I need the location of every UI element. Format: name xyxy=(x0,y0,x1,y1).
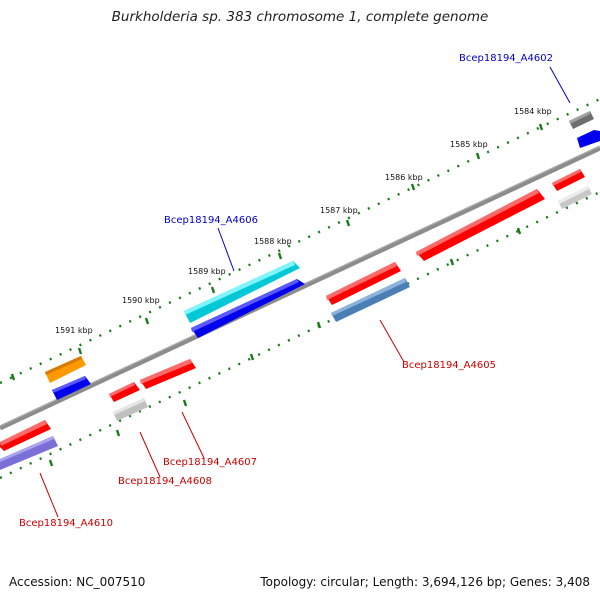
gene-label-a4608[interactable]: Bcep18194_A4608 xyxy=(118,476,212,487)
tick-label: 1585 kbp xyxy=(450,140,488,149)
inner-major-ticks xyxy=(48,227,522,467)
genome-backbone xyxy=(0,145,600,431)
feature-slateblue-a4610[interactable] xyxy=(0,436,58,470)
feature-red-a4607[interactable] xyxy=(140,359,196,389)
outer-scale-track xyxy=(0,97,600,385)
tick-label: 1590 kbp xyxy=(122,296,160,305)
feature-blue-left[interactable] xyxy=(52,376,91,400)
tick-mark xyxy=(410,183,416,191)
feature-steelblue-a4605[interactable] xyxy=(331,278,410,322)
tick-label: 1589 kbp xyxy=(188,267,226,276)
tick-mark xyxy=(516,227,522,235)
feature-blue-top[interactable] xyxy=(577,130,600,148)
label-connector xyxy=(139,431,161,478)
major-ticks xyxy=(10,123,544,381)
tick-label: 1584 kbp xyxy=(514,107,552,116)
tick-label: 1586 kbp xyxy=(385,173,423,182)
tick-label: 1587 kbp xyxy=(320,206,358,215)
feature-red-long[interactable] xyxy=(416,189,545,261)
feature-blue-a4606[interactable] xyxy=(191,279,305,338)
feature-cyan-a4606[interactable] xyxy=(184,261,300,323)
tick-mark xyxy=(77,347,83,355)
feature-gray-a4608[interactable] xyxy=(113,398,148,421)
map-title: Burkholderia sp. 383 chromosome 1, compl… xyxy=(111,9,489,25)
gene-label-a4606[interactable]: Bcep18194_A4606 xyxy=(164,215,258,226)
inner-scale-track xyxy=(0,190,600,480)
feature-red-small[interactable] xyxy=(109,382,140,402)
gene-label-a4602[interactable]: Bcep18194_A4602 xyxy=(459,53,553,64)
tick-label: 1588 kbp xyxy=(254,237,292,246)
feature-red-mid[interactable] xyxy=(326,262,401,305)
tick-label: 1591 kbp xyxy=(55,326,93,335)
tick-mark xyxy=(210,286,216,294)
label-connector xyxy=(549,66,571,104)
tick-mark xyxy=(316,321,322,329)
label-connector xyxy=(39,472,59,518)
tick-mark xyxy=(48,459,54,467)
tick-mark xyxy=(277,252,283,260)
feature-gray-top[interactable] xyxy=(569,111,594,129)
feature-orange[interactable] xyxy=(45,356,86,383)
tick-mark xyxy=(182,399,188,407)
tick-mark xyxy=(345,219,351,227)
tick-mark xyxy=(10,373,16,381)
feature-red-right[interactable] xyxy=(552,169,585,191)
label-connector xyxy=(181,411,205,459)
genome-summary-text: Topology: circular; Length: 3,694,126 bp… xyxy=(260,575,590,589)
accession-text: Accession: NC_007510 xyxy=(9,575,146,589)
feature-red-left[interactable] xyxy=(0,420,51,451)
gene-label-a4607[interactable]: Bcep18194_A4607 xyxy=(163,457,257,468)
label-connector xyxy=(379,319,405,363)
gene-label-a4605[interactable]: Bcep18194_A4605 xyxy=(402,360,496,371)
tick-mark xyxy=(538,123,544,131)
tick-mark xyxy=(249,353,255,361)
tick-mark xyxy=(144,317,150,325)
gene-label-a4610[interactable]: Bcep18194_A4610 xyxy=(19,518,113,529)
tick-mark xyxy=(115,429,121,437)
tick-mark xyxy=(449,258,455,266)
feature-gray-right[interactable] xyxy=(558,186,592,209)
tick-mark xyxy=(475,152,481,160)
label-connector xyxy=(217,227,235,272)
